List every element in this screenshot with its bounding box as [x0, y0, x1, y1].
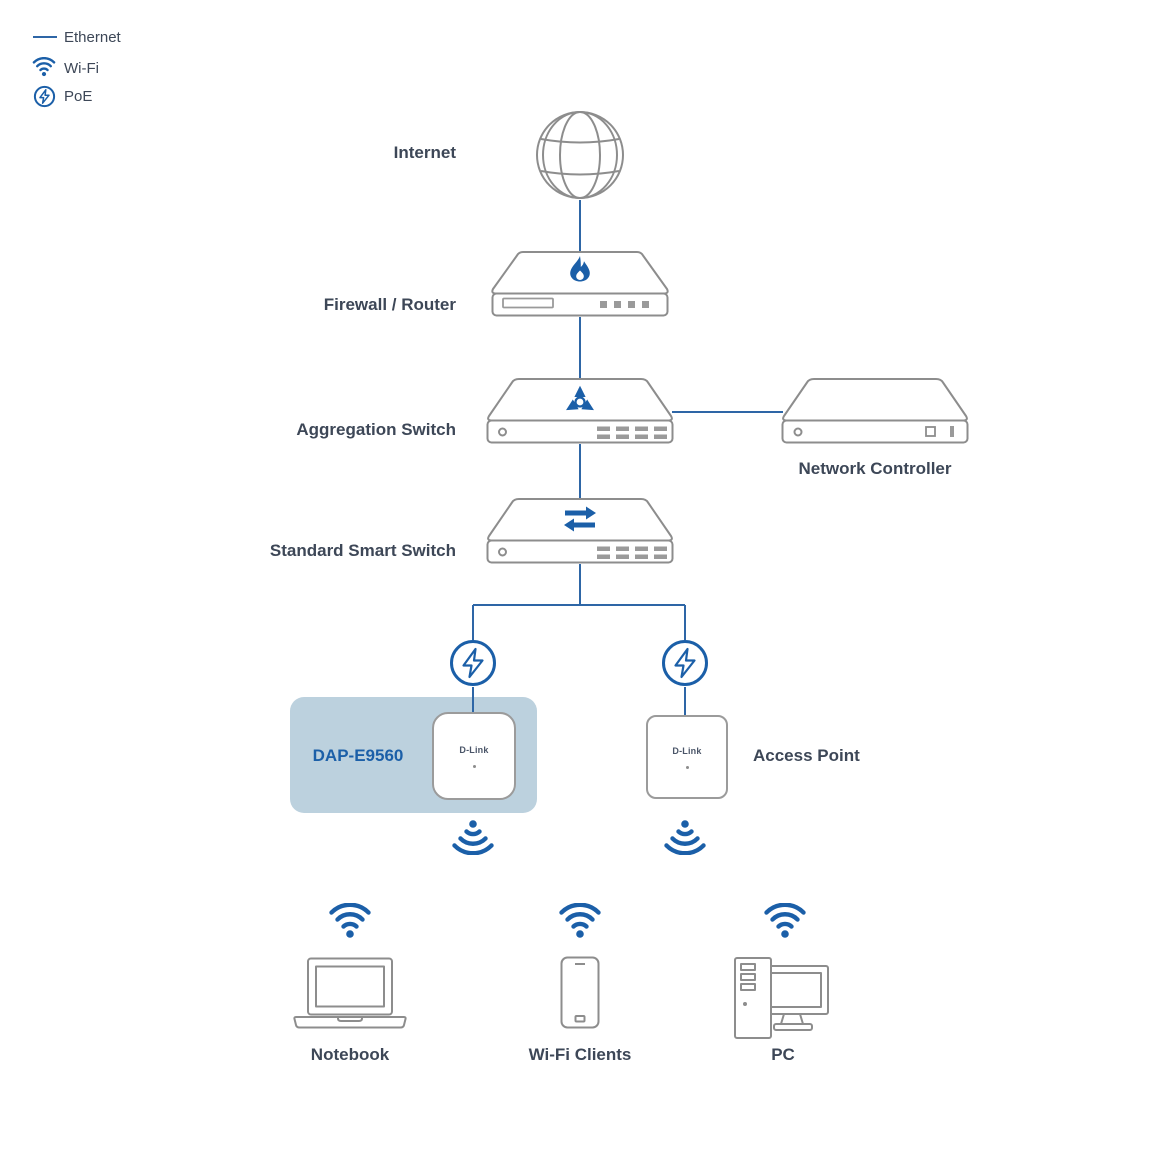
- poe-icon: [33, 85, 56, 108]
- notebook-icon: [293, 957, 407, 1033]
- aggregation-switch-label: Aggregation Switch: [296, 420, 456, 439]
- aggregation-switch-device: [485, 377, 675, 447]
- internet-globe-icon: [532, 109, 628, 201]
- wifi-icon: [32, 57, 56, 77]
- dap-brand-text: D-Link: [459, 744, 489, 755]
- network-controller-label: Network Controller: [798, 459, 952, 478]
- wifi-icon-clients: [558, 903, 602, 939]
- internet-label: Internet: [393, 143, 456, 162]
- standard-smart-switch-device: [485, 497, 675, 567]
- dap-e9560-device: D-Link: [432, 712, 516, 800]
- legend-label-wifi: Wi-Fi: [64, 60, 99, 77]
- swap-arrows-icon: [564, 506, 596, 532]
- legend-label-poe: PoE: [64, 88, 93, 105]
- pc-icon: [732, 952, 838, 1044]
- dap-e9560-label: DAP-E9560: [312, 746, 404, 765]
- ethernet-line-icon: [33, 36, 57, 38]
- access-point-label: Access Point: [753, 746, 860, 765]
- firewall-router-device: [490, 250, 670, 320]
- access-point-led-dot: [685, 765, 689, 769]
- poe-badge-right: [660, 638, 710, 688]
- wifi-icon-notebook: [328, 903, 372, 939]
- edge-poe-branches: [472, 564, 686, 716]
- access-point-device: D-Link: [646, 715, 728, 799]
- smartphone-icon: [560, 956, 600, 1030]
- poe-badge-left: [448, 638, 498, 688]
- flame-icon: [570, 256, 590, 282]
- wifi-beam-icon-left: [451, 819, 495, 855]
- dap-led-dot: [472, 764, 476, 768]
- access-point-brand-text: D-Link: [672, 745, 702, 756]
- hub-icon: [566, 385, 594, 411]
- wifi-icon-pc: [763, 903, 807, 939]
- network-controller-device: [780, 377, 970, 447]
- legend-label-ethernet: Ethernet: [64, 29, 121, 46]
- wifi-beam-icon-right: [663, 819, 707, 855]
- pc-label: PC: [771, 1045, 795, 1064]
- wifi-clients-label: Wi-Fi Clients: [528, 1045, 632, 1064]
- notebook-label: Notebook: [310, 1045, 390, 1064]
- firewall-router-label: Firewall / Router: [323, 295, 456, 314]
- standard-smart-switch-label: Standard Smart Switch: [269, 541, 456, 560]
